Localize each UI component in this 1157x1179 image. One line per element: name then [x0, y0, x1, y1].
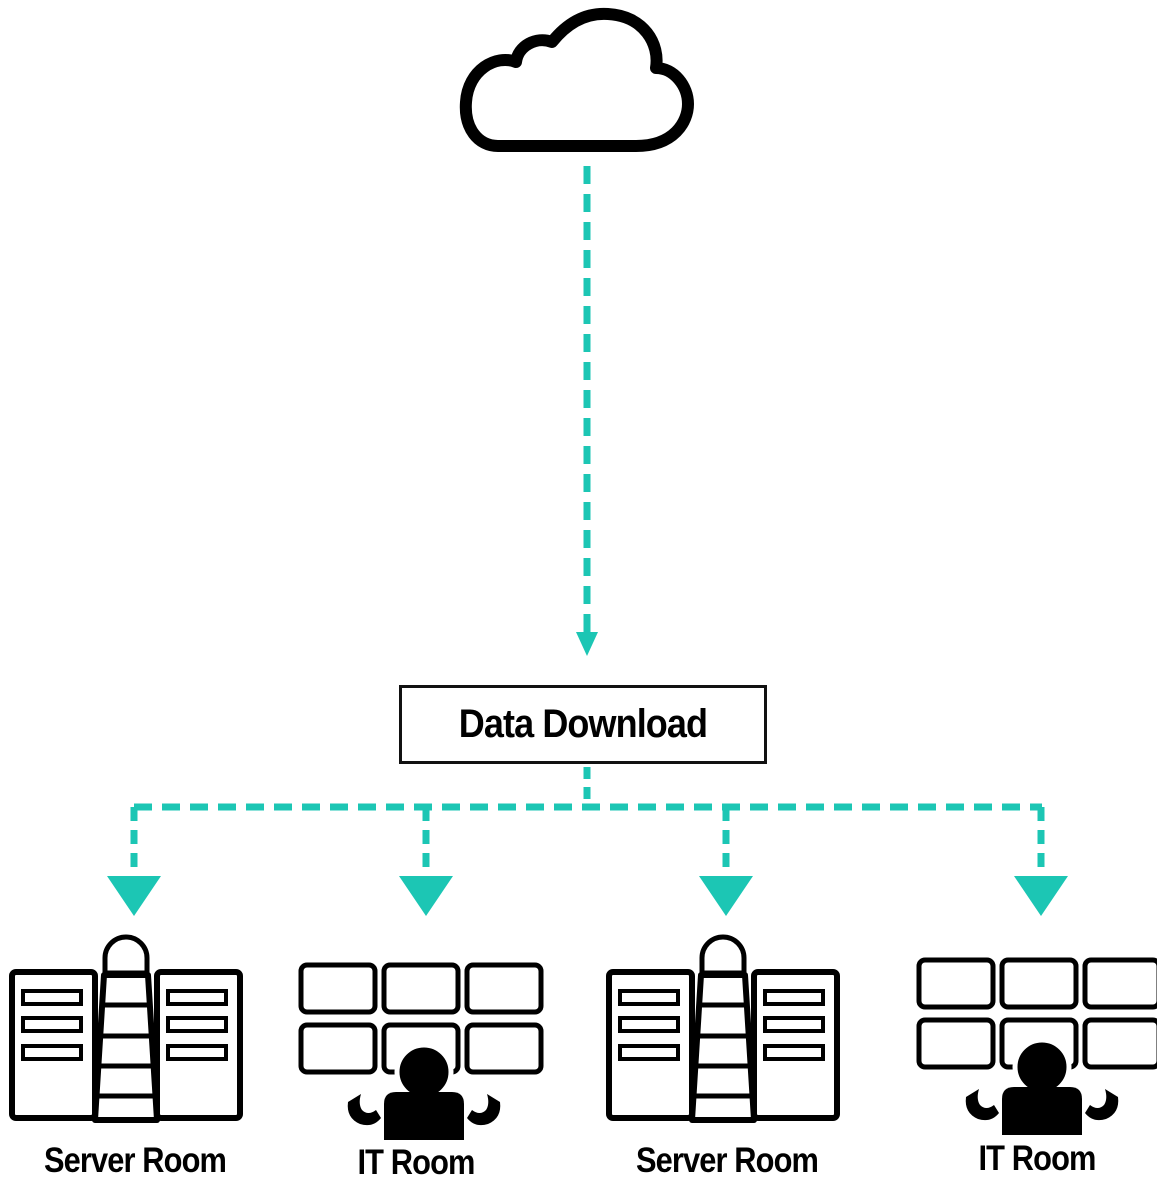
branch-arrowhead-2	[399, 876, 453, 916]
branch-arrowhead-4	[1014, 876, 1068, 916]
destination-label-4: IT Room	[978, 1139, 1096, 1178]
hub-arrowhead	[576, 632, 598, 656]
cloud-icon	[459, 7, 694, 152]
data-download-box: Data Download	[399, 685, 767, 764]
destination-label-2: IT Room	[357, 1143, 475, 1179]
branch-arrowhead-3	[699, 876, 753, 916]
server-rack-icon	[609, 937, 837, 1120]
branch-arrowhead-1	[107, 876, 161, 916]
it-operator-monitors-icon	[919, 960, 1157, 1135]
it-operator-monitors-icon	[301, 965, 541, 1140]
destination-label-3: Server Room	[635, 1141, 819, 1179]
destination-label-1: Server Room	[43, 1141, 227, 1179]
data-download-label: Data Download	[458, 702, 708, 746]
server-rack-icon	[12, 937, 240, 1120]
